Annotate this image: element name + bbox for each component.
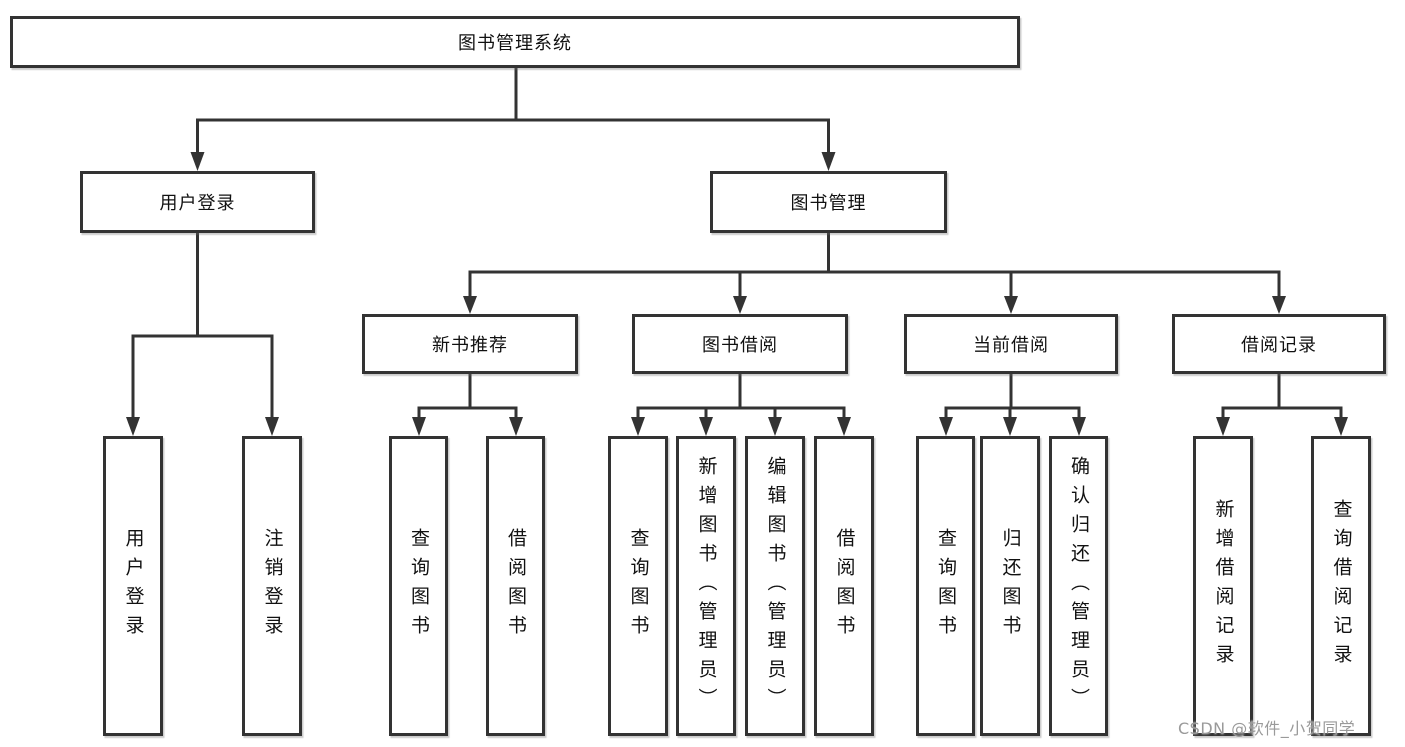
node-user-login-label: 用户登录 xyxy=(159,193,236,214)
node-leaf-query-borrow-record: 查询借阅记录 xyxy=(1311,436,1371,736)
node-leaf-add-books-admin: 新增图书（管理员） xyxy=(676,436,736,736)
csdn-watermark: CSDN @软件_小贺同学 xyxy=(1178,719,1356,738)
node-leaf-add-books-admin-label: 新增图书（管理员） xyxy=(695,455,718,717)
node-book-management: 图书管理 xyxy=(710,171,947,233)
node-leaf-edit-books-admin-label: 编辑图书（管理员） xyxy=(764,455,787,717)
node-leaf-return-books-label: 归还图书 xyxy=(999,528,1022,644)
node-leaf-add-borrow-record-label: 新增借阅记录 xyxy=(1212,499,1235,673)
node-book-management-label: 图书管理 xyxy=(790,193,867,214)
node-user-login: 用户登录 xyxy=(80,171,315,233)
node-leaf-user-login-label: 用户登录 xyxy=(122,528,145,644)
node-leaf-logout: 注销登录 xyxy=(242,436,302,736)
node-leaf-recommend-borrow-books: 借阅图书 xyxy=(486,436,545,736)
node-leaf-confirm-return-admin-label: 确认归还（管理员） xyxy=(1067,455,1090,717)
node-leaf-edit-books-admin: 编辑图书（管理员） xyxy=(745,436,805,736)
node-leaf-user-login: 用户登录 xyxy=(103,436,163,736)
node-leaf-recommend-borrow-books-label: 借阅图书 xyxy=(504,528,527,644)
node-new-book-recommend-label: 新书推荐 xyxy=(432,335,508,356)
node-current-borrowing: 当前借阅 xyxy=(904,314,1118,374)
node-leaf-recommend-query-books-label: 查询图书 xyxy=(407,528,430,644)
arrowheads xyxy=(126,152,1348,436)
node-leaf-logout-label: 注销登录 xyxy=(261,528,284,644)
node-leaf-borrowing-borrow-books: 借阅图书 xyxy=(814,436,874,736)
node-leaf-add-borrow-record: 新增借阅记录 xyxy=(1193,436,1253,736)
node-library-system-label: 图书管理系统 xyxy=(458,33,572,54)
node-leaf-current-query-books: 查询图书 xyxy=(916,436,975,736)
node-new-book-recommend: 新书推荐 xyxy=(362,314,578,374)
node-leaf-borrowing-borrow-books-label: 借阅图书 xyxy=(833,528,856,644)
node-leaf-borrowing-query-books: 查询图书 xyxy=(608,436,668,736)
node-leaf-return-books: 归还图书 xyxy=(980,436,1040,736)
node-leaf-confirm-return-admin: 确认归还（管理员） xyxy=(1049,436,1108,736)
node-leaf-query-borrow-record-label: 查询借阅记录 xyxy=(1330,499,1353,673)
node-current-borrowing-label: 当前借阅 xyxy=(973,335,1049,356)
node-borrowing-records-label: 借阅记录 xyxy=(1241,335,1317,356)
node-borrowing-records: 借阅记录 xyxy=(1172,314,1386,374)
node-leaf-current-query-books-label: 查询图书 xyxy=(934,528,957,644)
node-library-system: 图书管理系统 xyxy=(10,16,1020,68)
node-leaf-recommend-query-books: 查询图书 xyxy=(389,436,448,736)
node-book-borrowing-label: 图书借阅 xyxy=(702,335,778,356)
node-leaf-borrowing-query-books-label: 查询图书 xyxy=(627,528,650,644)
node-book-borrowing: 图书借阅 xyxy=(632,314,848,374)
